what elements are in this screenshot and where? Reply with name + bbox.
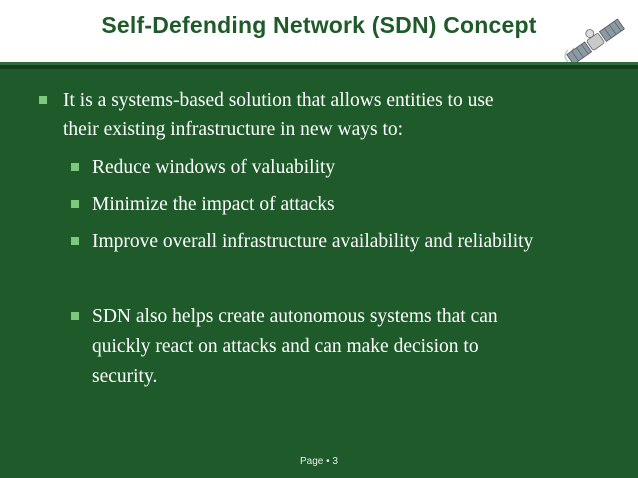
sub-bullet-item: Reduce windows of valuability [92,153,335,182]
bullet-line: It is a systems-based solution that allo… [63,90,494,111]
bullet-line: Improve overall infrastructure availabil… [92,231,534,252]
sub-bullet-item: Improve overall infrastructure availabil… [92,227,533,256]
title-divider-shadow [0,65,638,69]
bullet-line: SDN also helps create autonomous systems… [92,306,498,327]
sub-bullet-item: SDN also helps create autonomous systems… [92,302,498,392]
title-header: Self-Defending Network (SDN) Concept [0,0,638,67]
bullet-item: It is a systems-based solution that allo… [63,86,494,144]
bullet-line: Reduce windows of valuability [92,157,336,178]
bullet-marker [39,96,47,104]
bullet-line: security. [92,366,158,387]
bullet-marker [71,237,79,245]
sub-bullet-item: Minimize the impact of attacks [92,190,335,219]
bullet-marker [71,163,79,171]
satellite-icon [564,18,625,67]
page-number: Page • 3 [300,456,338,467]
bullet-line: quickly react on attacks and can make de… [92,336,479,357]
bullet-line: their existing infrastructure in new way… [63,119,404,140]
slide-title: Self-Defending Network (SDN) Concept [101,12,537,38]
title-divider [0,62,638,65]
bullet-marker [71,200,79,208]
bullet-line: Minimize the impact of attacks [92,194,335,215]
bullet-marker [71,312,79,320]
